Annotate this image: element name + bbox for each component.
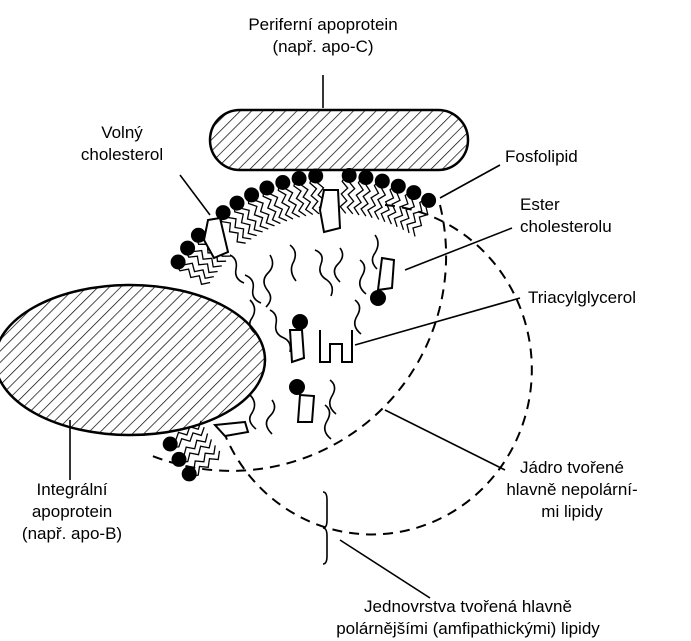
monolayer-label-1: Jednovrstva tvořená hlavně	[364, 597, 572, 616]
phospholipid-head	[391, 179, 406, 194]
inner-core-dashed-boundary	[225, 205, 532, 534]
core-lipid-chain	[266, 400, 274, 434]
free-cholesterol-label-2: cholesterol	[81, 145, 163, 164]
core-label-2: hlavně nepolární-	[506, 480, 637, 499]
integral-apoprotein-label-1: Integrální	[37, 480, 108, 499]
phospholipid-head	[163, 437, 178, 452]
phospholipid-head	[259, 181, 274, 196]
core-lipid-chain	[325, 405, 331, 439]
core-lipid-chain	[290, 245, 296, 281]
phospholipid-head	[358, 170, 373, 185]
core-lipid-chain	[330, 380, 336, 414]
phospholipid-head	[230, 196, 245, 211]
core-lipid-chain	[334, 248, 342, 282]
cholesterol-ester-label-1: Ester	[520, 195, 560, 214]
core-lipid-chain	[245, 275, 261, 303]
core-lipid-chain	[355, 300, 361, 334]
free-cholesterol-label-1: Volný	[101, 123, 143, 142]
phospholipid-head	[421, 193, 436, 208]
core-label-1: Jádro tvořené	[520, 458, 624, 477]
free-cholesterol-molecule-top	[320, 190, 340, 232]
cholesterol-ester-molecule-2	[290, 314, 308, 362]
core-lipid-chain	[360, 260, 366, 294]
phospholipid-head	[172, 452, 187, 467]
peripheral-apoprotein-example: (např. apo-C)	[272, 37, 373, 56]
core-lipid-chain	[264, 255, 273, 307]
peripheral-apoprotein-label: Periferní apoprotein	[248, 15, 397, 34]
core-lipid-chain	[270, 310, 290, 352]
monolayer-label-2: polárnějšími (amfipathickými) lipidy	[336, 619, 600, 638]
core-label-3: mi lipidy	[541, 502, 603, 521]
integral-apoprotein-shape	[0, 285, 265, 435]
core-lipid-chain	[250, 395, 256, 429]
peripheral-apoprotein-shape	[210, 110, 468, 170]
triacylglycerol-label: Triacylglycerol	[528, 288, 636, 307]
phospholipid-head	[171, 255, 186, 270]
integral-apoprotein-label-3: (např. apo-B)	[22, 524, 122, 543]
phospholipid-head	[375, 174, 390, 189]
phospholipid-head	[292, 171, 307, 186]
phospholipid-head	[275, 175, 290, 190]
cholesterol-ester-molecule-3	[289, 379, 314, 422]
cholesterol-ester-label-2: cholesterolu	[520, 217, 612, 236]
phospholipid-label: Fosfolipid	[505, 147, 578, 166]
core-lipid-chain	[315, 250, 332, 296]
core-lipid-chain	[372, 235, 378, 269]
phospholipid-head	[182, 466, 197, 481]
phospholipid-head	[406, 185, 421, 200]
phospholipid-head	[244, 187, 259, 202]
core-lipid-chain	[230, 255, 244, 283]
phospholipid-head	[180, 241, 195, 256]
integral-apoprotein-label-2: apoprotein	[32, 502, 112, 521]
